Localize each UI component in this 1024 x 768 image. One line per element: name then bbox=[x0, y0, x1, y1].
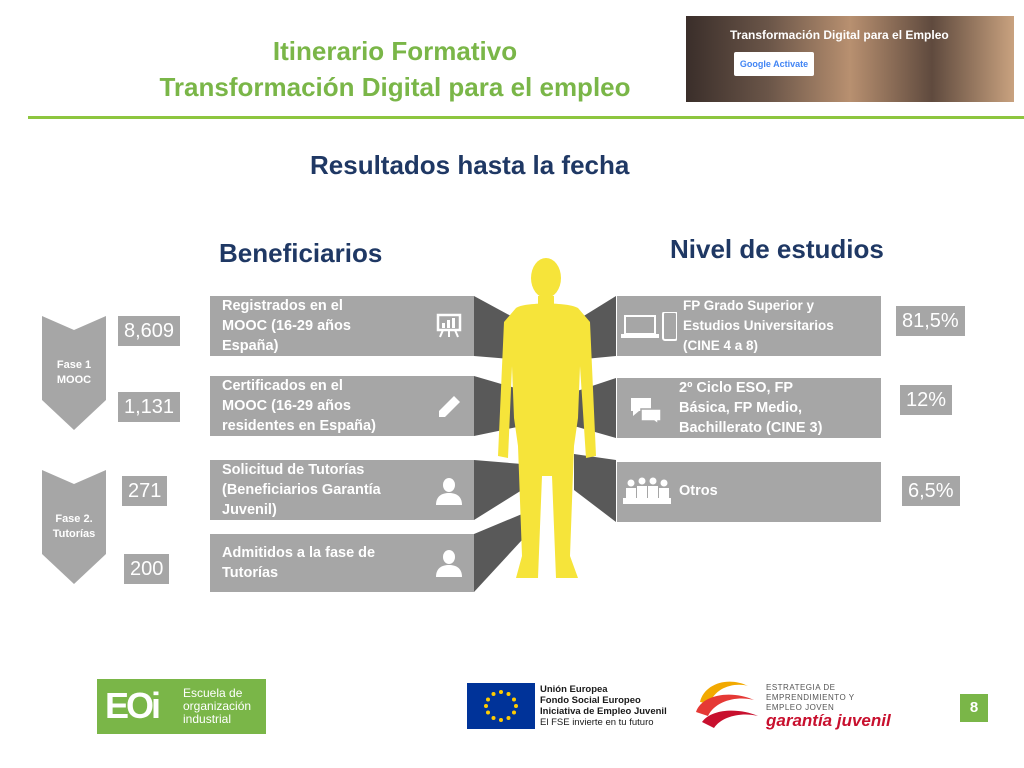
beneficiarios-box-admitidos: Admitidos a la fase de Tutorías bbox=[210, 534, 474, 592]
person-figure bbox=[498, 258, 596, 578]
box-text-line: Admitidos a la fase de bbox=[222, 545, 376, 561]
box-text-line: FP Grado Superior y bbox=[683, 298, 815, 313]
beneficiarios-value-registrados: 8,609 bbox=[118, 316, 181, 346]
garantia-juvenil-emblem bbox=[696, 681, 758, 728]
google-activate-logo: Google Activate bbox=[734, 52, 814, 76]
beneficiarios-heading: Beneficiarios bbox=[219, 238, 383, 268]
person-icon bbox=[436, 550, 462, 577]
eu-text-line: Fondo Social Europeo bbox=[540, 695, 641, 706]
box-text-line: MOOC (16-29 años bbox=[222, 398, 351, 414]
banner-caption: Transformación Digital para el Empleo bbox=[730, 28, 949, 42]
nivel-box-otros: Otros bbox=[617, 462, 881, 522]
beneficiarios-box-solicitud: Solicitud de Tutorías (Beneficiarios Gar… bbox=[210, 460, 474, 520]
gj-text-line: EMPLEO JOVEN bbox=[766, 703, 835, 712]
gj-text-line: ESTRATEGIA DE bbox=[766, 683, 836, 692]
pencil-icon bbox=[439, 396, 460, 417]
eu-funding-text: Unión Europea Fondo Social Europeo Inici… bbox=[540, 684, 667, 728]
page-number: 8 bbox=[960, 694, 988, 722]
eoi-logo-mark: EOi bbox=[105, 685, 161, 726]
eoi-logo: EOi Escuela de organización industrial bbox=[97, 679, 266, 734]
garantia-juvenil-script: garantía juvenil bbox=[766, 711, 891, 730]
phase1-chevron: Fase 1 MOOC bbox=[42, 316, 106, 430]
person-icon bbox=[436, 478, 462, 505]
chat-icon bbox=[631, 398, 662, 424]
nivel-box-ciclo: 2º Ciclo ESO, FP Básica, FP Medio, Bachi… bbox=[617, 378, 881, 438]
section-title: Resultados hasta la fecha bbox=[310, 150, 630, 180]
beneficiarios-value-admitidos: 200 bbox=[124, 554, 170, 584]
page-title-line2: Transformación Digital para el empleo bbox=[159, 72, 631, 102]
header-divider bbox=[28, 116, 1024, 119]
phase2-chevron: Fase 2. Tutorías bbox=[42, 470, 106, 584]
phase1-label-line2: MOOC bbox=[56, 374, 92, 386]
box-text-line: Registrados en el bbox=[222, 298, 343, 314]
nivel-value-superior: 81,5% bbox=[896, 306, 965, 336]
eoi-logo-text: organización bbox=[183, 699, 252, 713]
box-text-line: (CINE 4 a 8) bbox=[683, 338, 759, 353]
presentation-icon bbox=[436, 313, 462, 338]
box-text-line: (Beneficiarios Garantía bbox=[222, 482, 381, 498]
garantia-juvenil-text: ESTRATEGIA DE EMPRENDIMIENTO Y EMPLEO JO… bbox=[766, 683, 855, 713]
phase2-label-line1: Fase 2. bbox=[55, 513, 93, 525]
phase2-label-line2: Tutorías bbox=[52, 528, 96, 540]
box-text-line: residentes en España) bbox=[222, 418, 376, 434]
eu-text-line: Unión Europea bbox=[540, 684, 608, 695]
eoi-logo-text: Escuela de bbox=[183, 686, 243, 700]
eoi-logo-text: industrial bbox=[183, 712, 232, 726]
box-text-line: MOOC (16-29 años bbox=[222, 318, 351, 334]
beneficiarios-value-certificados: 1,131 bbox=[118, 392, 181, 422]
box-text-line: Solicitud de Tutorías bbox=[222, 462, 365, 478]
eu-flag-icon bbox=[467, 683, 535, 729]
nivel-box-superior: FP Grado Superior y Estudios Universitar… bbox=[617, 296, 881, 356]
nivel-value-ciclo: 12% bbox=[900, 385, 953, 415]
gj-text-line: EMPRENDIMIENTO Y bbox=[766, 693, 855, 702]
phase1-label-line1: Fase 1 bbox=[56, 359, 92, 371]
box-text-line: Estudios Universitarios bbox=[683, 318, 834, 333]
connector-rays bbox=[474, 296, 616, 592]
nivel-value-otros: 6,5% bbox=[902, 476, 960, 506]
beneficiarios-box-certificados: Certificados en el MOOC (16-29 años resi… bbox=[210, 376, 474, 436]
box-text-line: 2º Ciclo ESO, FP bbox=[679, 380, 794, 396]
box-text-line: Otros bbox=[679, 483, 718, 499]
eu-text-line: Iniciativa de Empleo Juvenil bbox=[540, 706, 667, 717]
box-text-line: España) bbox=[222, 338, 279, 354]
box-text-line: Bachillerato (CINE 3) bbox=[679, 420, 823, 436]
devices-icon bbox=[621, 312, 677, 341]
box-text-line: Certificados en el bbox=[222, 378, 343, 394]
box-text-line: Básica, FP Medio, bbox=[679, 400, 803, 416]
eu-text-line: El FSE invierte en tu futuro bbox=[540, 717, 654, 728]
page-title-line1: Itinerario Formativo bbox=[272, 36, 518, 66]
audience-icon bbox=[623, 477, 671, 504]
beneficiarios-value-solicitud: 271 bbox=[122, 476, 168, 506]
beneficiarios-box-registrados: Registrados en el MOOC (16-29 años Españ… bbox=[210, 296, 474, 356]
header-banner-image: Transformación Digital para el Empleo Go… bbox=[686, 16, 1014, 102]
box-text-line: Tutorías bbox=[222, 565, 279, 581]
box-text-line: Juvenil) bbox=[222, 502, 277, 518]
nivel-heading: Nivel de estudios bbox=[670, 234, 884, 264]
